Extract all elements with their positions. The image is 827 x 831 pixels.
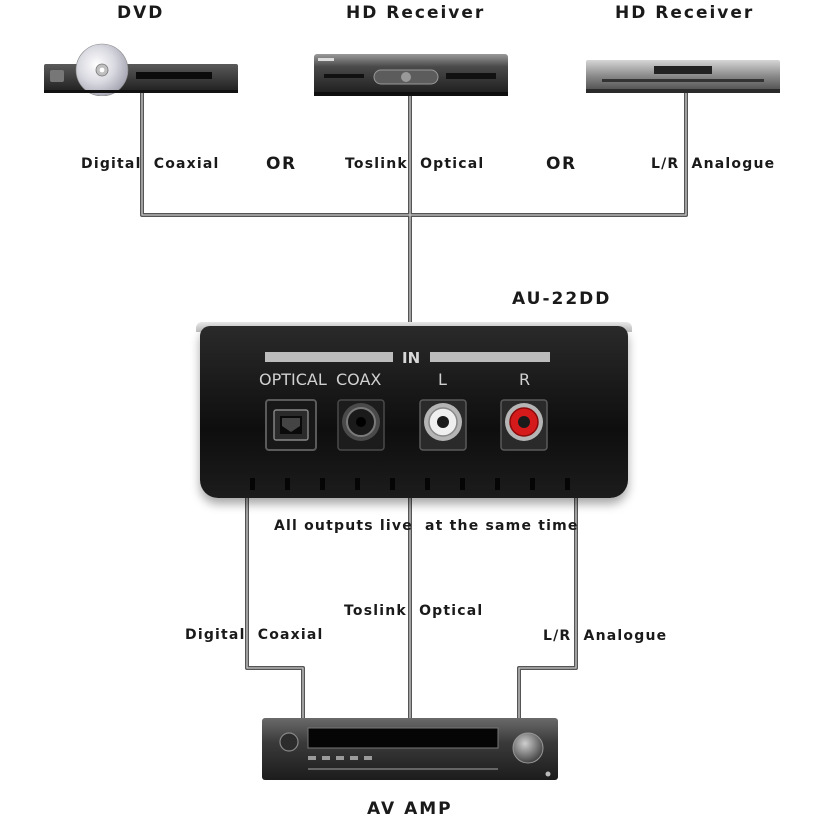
or-label-1: OR bbox=[266, 154, 297, 174]
port-l-label: L bbox=[438, 370, 447, 389]
dvd-player-icon bbox=[44, 43, 238, 96]
optical-port-icon bbox=[265, 399, 317, 451]
hd-receiver-1-title: HD Receiver bbox=[346, 3, 486, 23]
av-amp-title: AV AMP bbox=[367, 799, 453, 819]
left-audio-port-icon bbox=[419, 399, 467, 451]
port-coax-label: COAX bbox=[336, 370, 382, 389]
port-optical-label: OPTICAL bbox=[259, 370, 327, 389]
in-bar-right bbox=[430, 352, 550, 362]
converter-ports bbox=[265, 399, 548, 451]
or-label-2: OR bbox=[546, 154, 577, 174]
input-optical-label: Toslink Optical bbox=[345, 156, 485, 172]
output-coaxial-label: Digital Coaxial bbox=[185, 627, 324, 643]
hd-receiver-2-icon bbox=[586, 60, 780, 93]
output-analogue-label: L/R Analogue bbox=[543, 628, 668, 644]
output-optical-label: Toslink Optical bbox=[344, 603, 484, 619]
outputs-note: All outputs live at the same time bbox=[274, 518, 579, 534]
converter-vents bbox=[250, 478, 570, 490]
analogue-input-wire bbox=[410, 90, 688, 217]
port-r-label: R bbox=[519, 370, 531, 389]
in-label: IN bbox=[402, 349, 421, 367]
input-analogue-label: L/R Analogue bbox=[651, 156, 776, 172]
right-audio-port-icon bbox=[500, 399, 548, 451]
hd-receiver-2-title: HD Receiver bbox=[615, 3, 755, 23]
av-amp-icon bbox=[262, 718, 558, 780]
converter-title: AU-22DD bbox=[512, 289, 612, 309]
in-bar-left bbox=[265, 352, 393, 362]
coax-port-icon bbox=[337, 399, 385, 451]
input-coaxial-label: Digital Coaxial bbox=[81, 156, 220, 172]
hd-receiver-1-icon bbox=[314, 54, 508, 96]
dvd-title: DVD bbox=[117, 3, 165, 23]
